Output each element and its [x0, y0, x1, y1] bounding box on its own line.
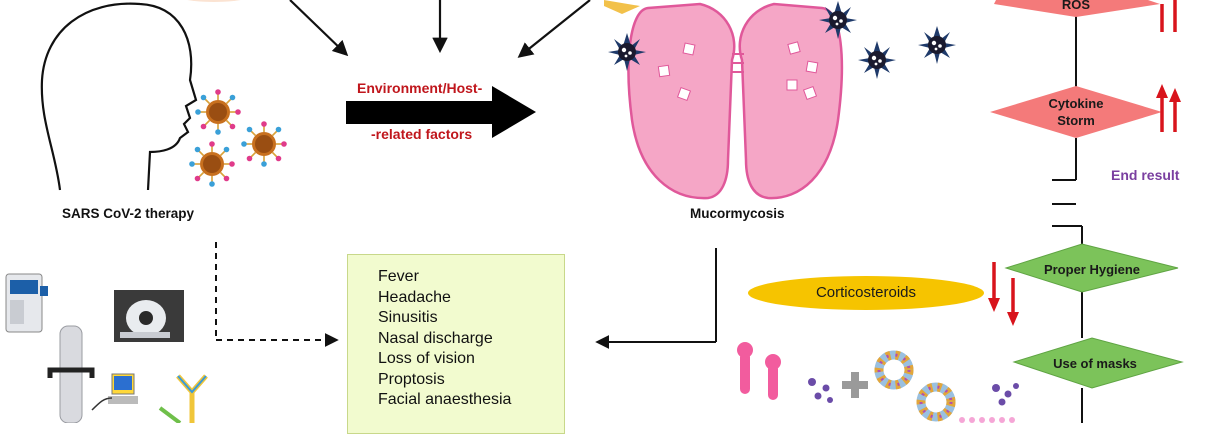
person-head-icon — [40, 0, 241, 191]
environment-label-line1: Environment/Host- — [357, 80, 483, 96]
cytokine-storm-diamond — [990, 86, 1162, 138]
symptom-item: Proptosis — [378, 370, 445, 388]
lab-equipment-icon — [5, 273, 208, 423]
cytokine-label-line2: Storm — [1057, 113, 1095, 128]
virus-icon — [188, 88, 288, 188]
sars-therapy-label: SARS CoV-2 therapy — [62, 206, 195, 221]
cytokine-label-line1: Cytokine — [1048, 96, 1104, 111]
cytokine-storm-label: Cytokine Storm — [1040, 95, 1112, 129]
use-of-masks-label: Use of masks — [1053, 356, 1137, 371]
mucormycosis-label: Mucormycosis — [690, 206, 785, 221]
environment-label-line2: -related factors — [371, 126, 473, 142]
corticosteroids-ellipse — [748, 276, 984, 310]
right-flow-line — [1052, 14, 1083, 423]
symptom-item: Nasal discharge — [378, 329, 493, 347]
ros-label: ROS — [1061, 0, 1091, 12]
input-arrows — [289, 0, 591, 58]
symptom-item: Facial anaesthesia — [378, 391, 512, 408]
dashed-arrow — [215, 242, 339, 347]
proper-hygiene-label: Proper Hygiene — [1043, 262, 1141, 277]
proper-hygiene-diamond — [1004, 243, 1179, 293]
symptom-item: Fever — [378, 268, 419, 285]
use-of-masks-diamond — [1012, 337, 1184, 389]
diagram-canvas — [5, 0, 1184, 423]
increase-arrow-icon — [1156, 0, 1181, 132]
corticosteroids-label: Corticosteroids — [815, 284, 917, 301]
symptom-item: Loss of vision — [378, 350, 475, 367]
symptom-item: Headache — [378, 288, 451, 306]
end-result-label: End result — [1111, 167, 1180, 183]
lungs-icon — [604, 0, 844, 200]
decrease-arrow-icon — [988, 262, 1019, 326]
mucormycosis-connector — [595, 248, 717, 349]
environment-arrow — [346, 86, 536, 138]
ros-diamond — [994, 0, 1160, 17]
symptom-item: Sinusitis — [378, 309, 438, 326]
therapeutics-icon — [737, 342, 1019, 423]
